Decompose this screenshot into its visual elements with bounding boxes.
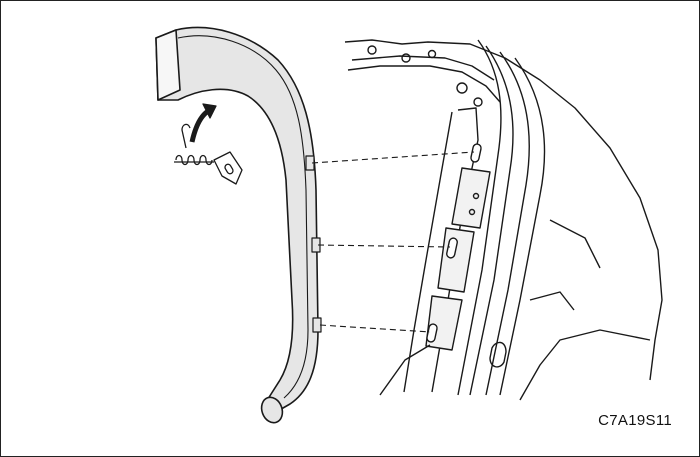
spring-clip-detail (174, 103, 243, 185)
alignment-line-middle (317, 244, 451, 248)
pillar-trim-panel (155, 26, 322, 424)
roof-hole (367, 45, 377, 55)
roof-rail-line (347, 65, 501, 103)
trim-panel-edge (177, 35, 309, 399)
panel-clip-tab (312, 317, 322, 333)
figure-code-label: C7A19S11 (598, 412, 672, 429)
roof-hole (456, 82, 468, 94)
rear-door-detail (529, 291, 575, 311)
clip-recess (437, 227, 475, 293)
clip-plate (213, 151, 243, 185)
roof-hole (401, 53, 411, 63)
trim-panel-bottom-knob (260, 396, 284, 424)
rear-door-hole (489, 341, 507, 368)
alignment-line-upper (311, 151, 475, 164)
clip-recess (451, 167, 491, 229)
pillar-flange (485, 51, 530, 396)
vehicle-body (344, 39, 663, 401)
pillar-flange (499, 57, 546, 396)
removal-arrow-icon (189, 107, 212, 143)
roof-hole (473, 97, 483, 107)
alignment-lines (311, 151, 475, 333)
pillar-flange (457, 39, 502, 396)
pillar-inner-edge (403, 111, 453, 393)
clip-slot-lower (426, 323, 438, 343)
coil-spring-icon (175, 154, 213, 166)
roof-rail-line (351, 55, 495, 81)
trim-panel-top-cap (155, 29, 181, 101)
sill-line (379, 344, 431, 396)
body-outer-contour (344, 39, 663, 381)
recess-hole (472, 192, 480, 200)
roof-hole (427, 49, 437, 59)
spring-hook (181, 123, 191, 149)
removal-arrow-head (202, 103, 217, 119)
rear-door-detail (549, 219, 601, 269)
sill-line (519, 329, 651, 401)
clip-slot-upper (470, 143, 482, 163)
clip-plate-slot (224, 163, 234, 175)
pillar-flange (469, 45, 514, 396)
recess-hole (468, 208, 476, 216)
alignment-line-lower (319, 324, 431, 333)
